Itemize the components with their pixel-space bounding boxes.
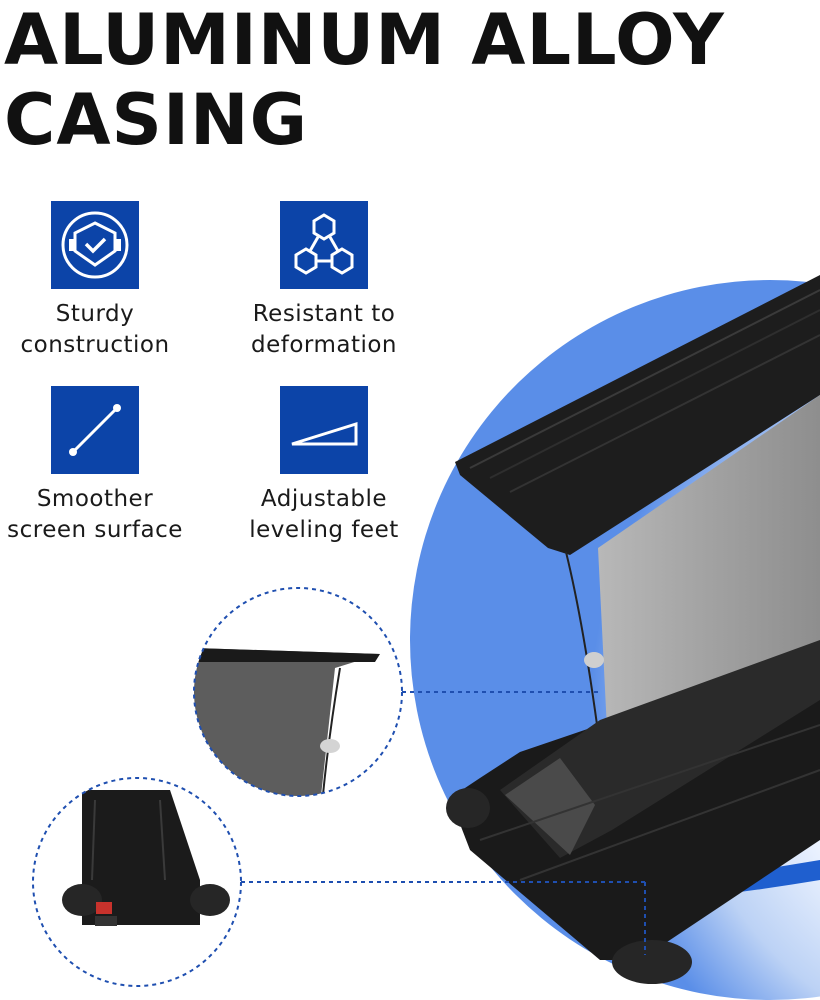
feature-label: Sturdy construction — [20, 301, 170, 358]
zoom-detail-top — [194, 588, 402, 796]
zoom-detail-bottom — [33, 778, 241, 986]
feature-leveling: Adjustable leveling feet — [224, 386, 424, 546]
feature-deformation: Resistant to deformation — [224, 201, 424, 361]
diagonal-line-icon — [51, 386, 139, 474]
shield-check-icon — [51, 201, 139, 289]
top-casing-bar — [455, 275, 820, 555]
page-title: ALUMINUM ALLOY CASING — [4, 0, 725, 161]
feature-sturdy: Sturdy construction — [0, 201, 195, 361]
feature-label: Resistant to deformation — [250, 301, 398, 358]
feature-label: Smoother screen surface — [7, 486, 183, 543]
hexagon-network-icon — [280, 201, 368, 289]
feature-smoother: Smoother screen surface — [0, 386, 195, 546]
wedge-triangle-icon — [280, 386, 368, 474]
feature-label: Adjustable leveling feet — [249, 486, 399, 543]
